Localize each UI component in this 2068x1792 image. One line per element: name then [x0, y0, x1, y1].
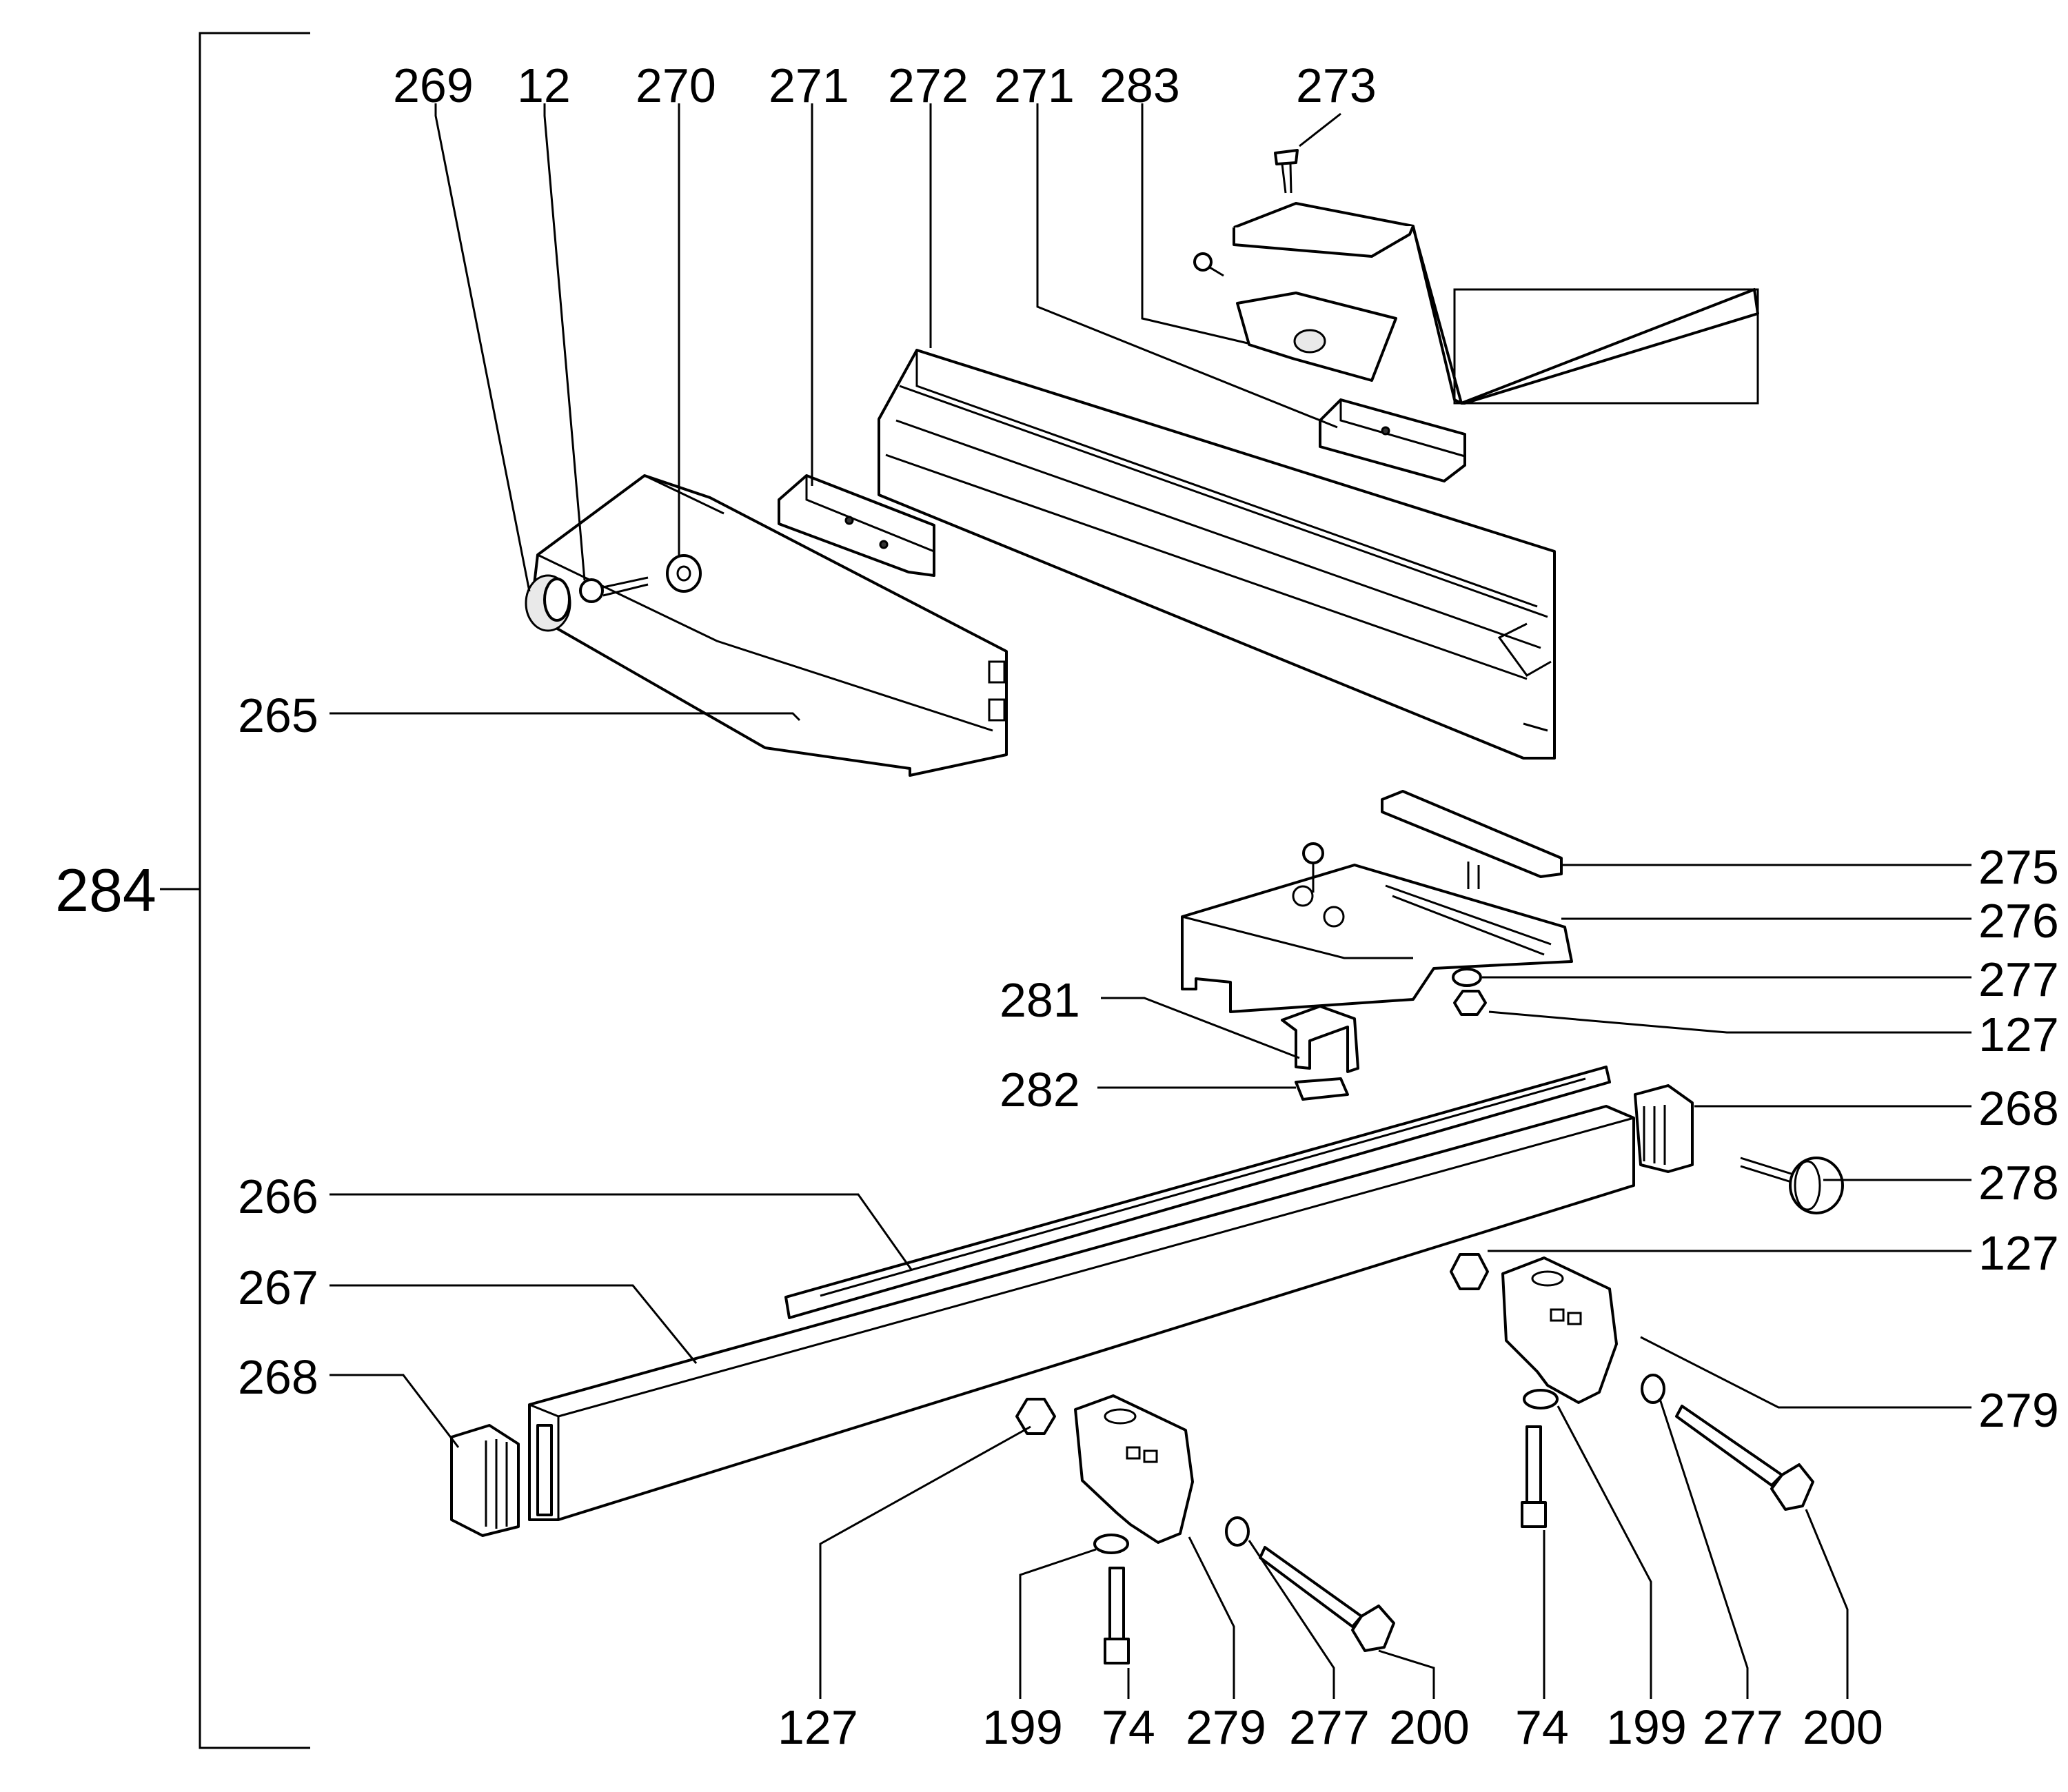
washer-199a-drawing — [1093, 1534, 1129, 1554]
screw-12-drawing — [579, 576, 649, 603]
guide-tube-267-drawing — [528, 1105, 1635, 1521]
callout-271-right: 271 — [994, 59, 1075, 112]
callout-127-bottom: 127 — [778, 1700, 858, 1754]
callout-127-upper: 127 — [1978, 1008, 2059, 1061]
bracket-283-drawing — [1193, 202, 1759, 405]
nut-127b-drawing — [1450, 1253, 1489, 1290]
rail-265-drawing — [529, 474, 1008, 777]
callout-279-bottom: 279 — [1186, 1700, 1266, 1754]
bracket-279a-drawing — [1501, 1256, 1618, 1404]
thumb-screw-278-drawing — [1740, 1157, 1844, 1214]
fence-profile-272-drawing — [878, 349, 1556, 760]
washer-199b-drawing — [1523, 1389, 1559, 1409]
callout-127-middle: 127 — [1978, 1226, 2059, 1280]
slide-block-271b-drawing — [1319, 398, 1466, 482]
callout-273: 273 — [1296, 59, 1377, 112]
callout-279-right: 279 — [1978, 1383, 2059, 1437]
callout-200-left: 200 — [1389, 1700, 1470, 1754]
callout-199-right: 199 — [1606, 1700, 1687, 1754]
bolt-74a-drawing — [1104, 1567, 1130, 1664]
bolt-74b-drawing — [1521, 1425, 1547, 1528]
washer-270-drawing — [666, 554, 702, 593]
washer-277a-drawing — [1452, 968, 1482, 987]
callout-277-bottom-left: 277 — [1289, 1700, 1370, 1754]
callout-labels: 269 12 270 271 272 271 283 273 265 275 2… — [238, 59, 2059, 1754]
callout-12: 12 — [517, 59, 571, 112]
callout-269: 269 — [393, 59, 474, 112]
scale-266-drawing — [784, 1066, 1611, 1319]
nut-127c-drawing — [1015, 1398, 1056, 1435]
callout-74-right: 74 — [1515, 1700, 1569, 1754]
bracket-279b-drawing — [1074, 1394, 1194, 1544]
screw-273-drawing — [1274, 149, 1299, 194]
callout-268-right: 268 — [1978, 1081, 2059, 1135]
callout-268-left: 268 — [238, 1350, 318, 1404]
callout-265: 265 — [238, 689, 318, 742]
washer-277c-drawing — [1641, 1374, 1665, 1404]
bolt-200b-drawing — [1675, 1405, 1814, 1511]
assembly-number: 284 — [55, 856, 156, 924]
slide-block-271a-drawing — [778, 474, 935, 577]
carriage-276-drawing — [1181, 842, 1573, 1013]
callout-74-left: 74 — [1102, 1700, 1155, 1754]
callout-277-right: 277 — [1978, 953, 2059, 1006]
spring-clip-281-drawing — [1281, 1005, 1359, 1073]
callout-275: 275 — [1978, 840, 2059, 894]
callout-271-left: 271 — [769, 59, 849, 112]
callout-282: 282 — [1000, 1063, 1080, 1117]
washer-277b-drawing — [1225, 1516, 1250, 1547]
callout-270: 270 — [636, 59, 716, 112]
callout-267: 267 — [238, 1261, 318, 1314]
nut-127a-drawing — [1453, 990, 1487, 1016]
knob-269-drawing — [525, 574, 571, 632]
callout-272: 272 — [888, 59, 969, 112]
callout-200-right: 200 — [1803, 1700, 1883, 1754]
callout-283: 283 — [1099, 59, 1180, 112]
leader-lines — [330, 103, 1971, 1699]
bolt-200a-drawing — [1259, 1546, 1395, 1652]
end-cap-268b-drawing — [450, 1424, 520, 1537]
end-cap-268a-drawing — [1634, 1084, 1694, 1173]
callout-281: 281 — [1000, 973, 1080, 1027]
callout-277-bottom-right: 277 — [1703, 1700, 1783, 1754]
callout-278: 278 — [1978, 1156, 2059, 1210]
clamp-plate-275-drawing — [1381, 790, 1563, 889]
callout-266: 266 — [238, 1170, 318, 1223]
callout-276: 276 — [1978, 894, 2059, 948]
pad-282-drawing — [1295, 1077, 1349, 1101]
callout-199-left: 199 — [982, 1700, 1063, 1754]
assembly-bracket: 284 — [55, 32, 310, 1749]
